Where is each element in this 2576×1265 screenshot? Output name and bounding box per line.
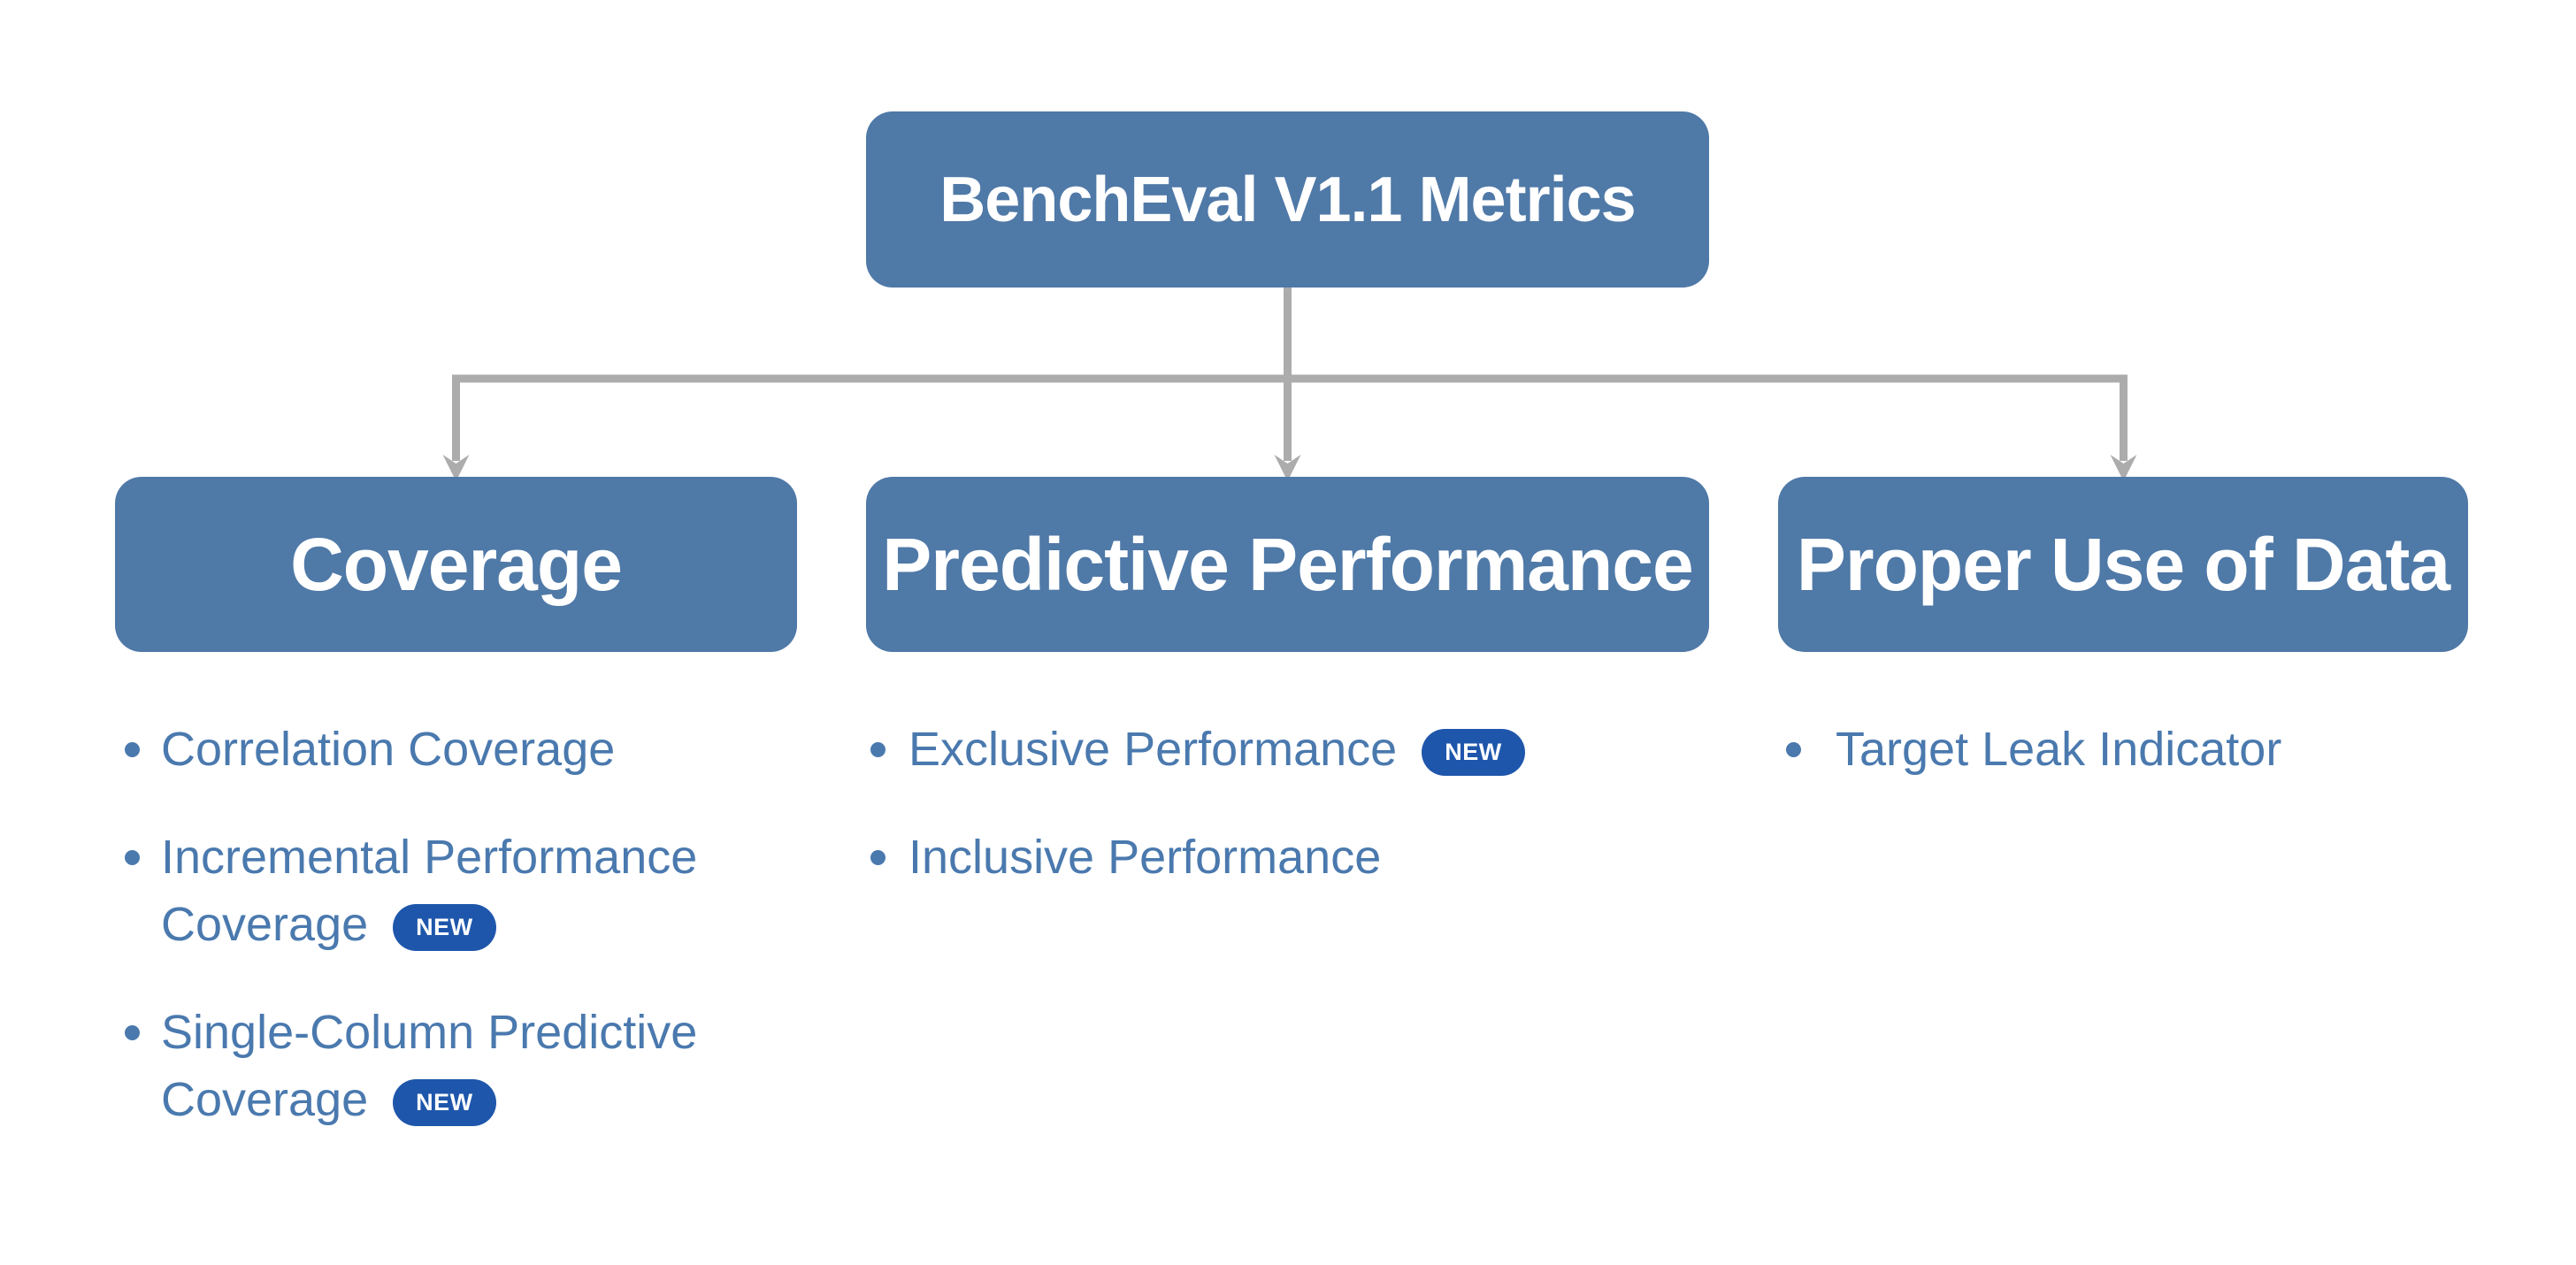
branch-node-label: Coverage bbox=[290, 522, 623, 606]
new-badge: NEW bbox=[393, 1079, 496, 1127]
list-item: Inclusive Performance bbox=[870, 824, 1631, 891]
bullet-dot-icon bbox=[1786, 742, 1801, 757]
metric-label: Correlation Coverage bbox=[161, 723, 616, 776]
metric-label: Target Leak Indicator bbox=[1836, 723, 2282, 776]
metric-label: Incremental Performance Coverage bbox=[161, 831, 698, 951]
branch-node-label: Proper Use of Data bbox=[1796, 522, 2450, 606]
arrow-down-icon bbox=[1274, 455, 1301, 481]
bullet-dot-icon bbox=[125, 742, 140, 757]
bullet-dot-icon bbox=[870, 850, 886, 865]
arrow-down-icon bbox=[442, 455, 470, 481]
node-predictive-performance: Predictive Performance bbox=[866, 477, 1709, 652]
list-item: Exclusive Performance NEW bbox=[870, 716, 1631, 783]
bullet-dot-icon bbox=[125, 850, 140, 865]
metric-label: Exclusive Performance bbox=[908, 723, 1398, 776]
node-proper-use-of-data: Proper Use of Data bbox=[1778, 477, 2468, 652]
metric-label: Inclusive Performance bbox=[908, 831, 1382, 884]
list-item: Target Leak Indicator bbox=[1786, 716, 2458, 783]
root-node-label: BenchEval V1.1 Metrics bbox=[939, 164, 1636, 235]
metric-label: Single-Column Predictive Coverage bbox=[161, 1006, 698, 1126]
predictive-performance-metric-list: Exclusive Performance NEW Inclusive Perfo… bbox=[870, 716, 1631, 932]
bullet-dot-icon bbox=[125, 1025, 140, 1040]
proper-use-of-data-metric-list: Target Leak Indicator bbox=[1786, 716, 2458, 824]
node-root-bencheval-metrics: BenchEval V1.1 Metrics bbox=[866, 111, 1709, 288]
node-coverage: Coverage bbox=[115, 477, 797, 652]
branch-node-label: Predictive Performance bbox=[882, 522, 1693, 606]
new-badge: NEW bbox=[1422, 729, 1525, 777]
bullet-dot-icon bbox=[870, 742, 886, 757]
new-badge: NEW bbox=[393, 904, 496, 952]
arrow-down-icon bbox=[2110, 455, 2137, 481]
coverage-metric-list: Correlation Coverage Incremental Perform… bbox=[125, 716, 735, 1174]
list-item: Correlation Coverage bbox=[125, 716, 735, 783]
